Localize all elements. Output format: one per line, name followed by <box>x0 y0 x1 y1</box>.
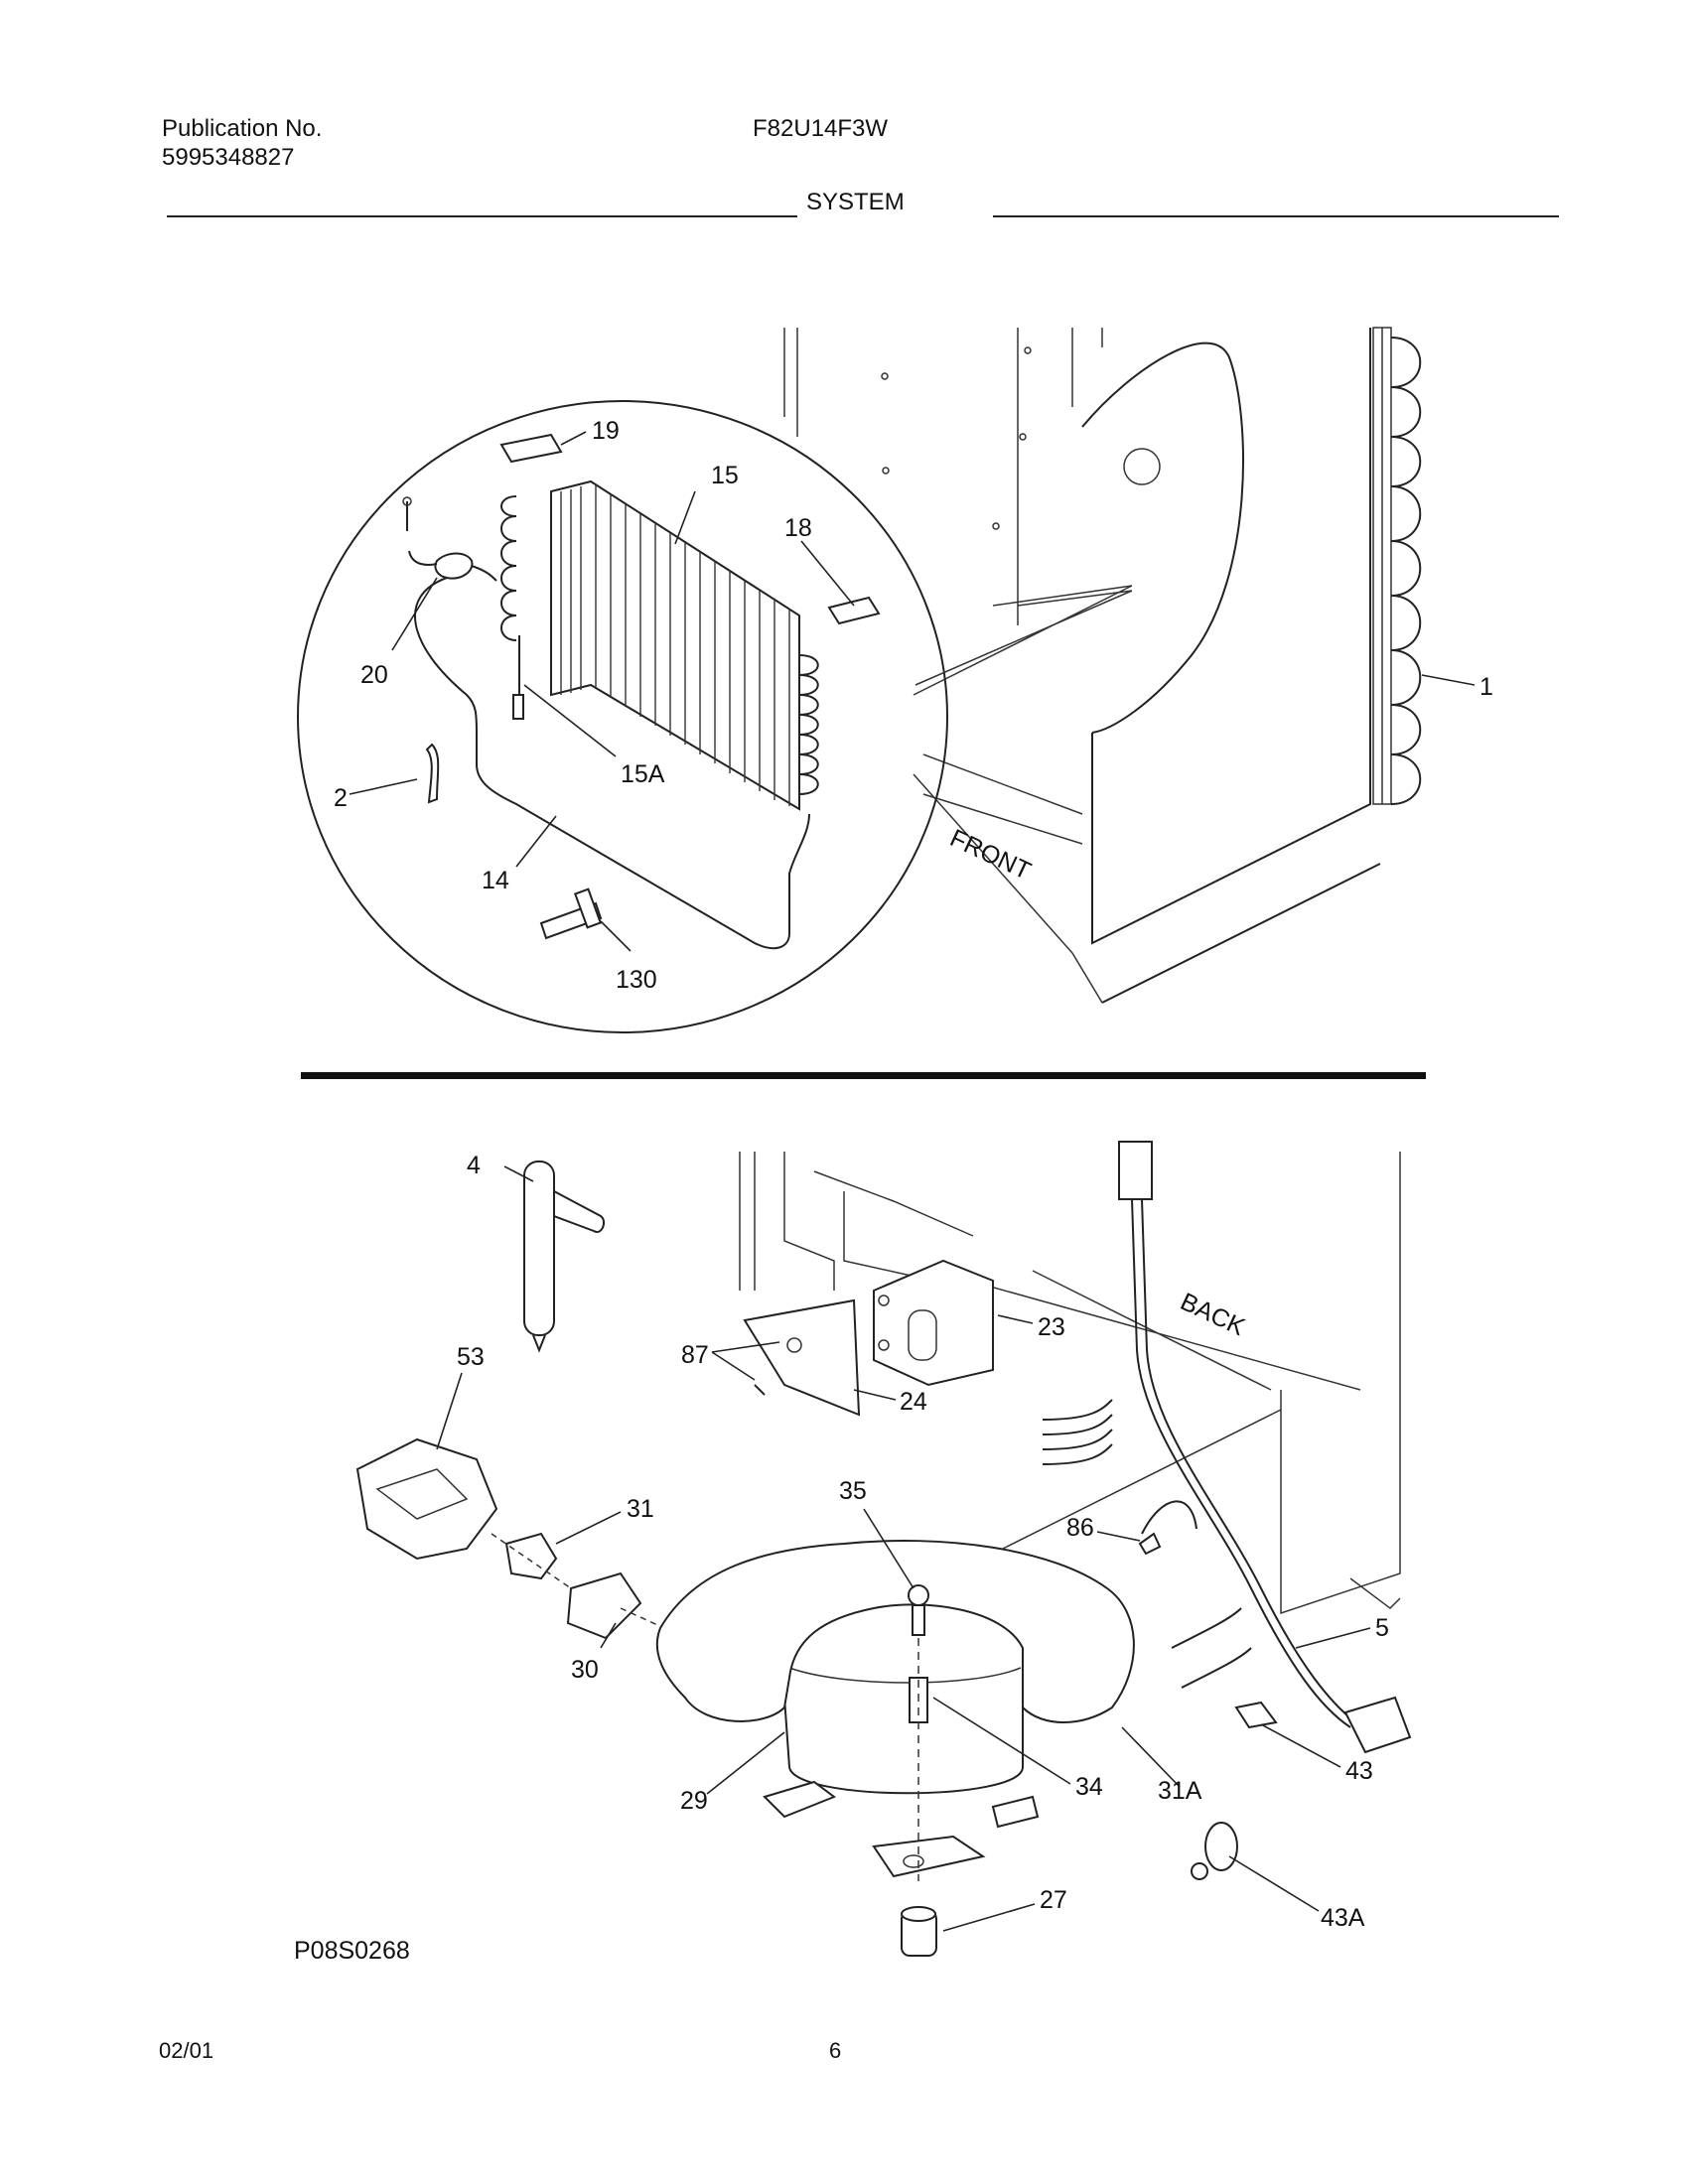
drier-4 <box>523 1160 605 1353</box>
callout-31: 31 <box>627 1495 654 1523</box>
clip-2 <box>425 743 440 804</box>
callout-23: 23 <box>1038 1313 1065 1341</box>
overload-31 <box>504 1532 558 1580</box>
fitting-130 <box>539 887 603 940</box>
callout-14: 14 <box>482 867 509 894</box>
callout-43a: 43A <box>1321 1904 1365 1932</box>
header-rule-right <box>993 215 1559 217</box>
model-number: F82U14F3W <box>753 115 889 142</box>
callout-18: 18 <box>784 514 812 542</box>
defrost-part-20 <box>434 552 474 580</box>
callout-15a: 15A <box>621 760 665 788</box>
callout-27: 27 <box>1040 1886 1067 1914</box>
callout-34: 34 <box>1075 1773 1103 1801</box>
callout-2: 2 <box>334 784 348 812</box>
publication-label: Publication No. <box>162 115 323 142</box>
callout-30: 30 <box>571 1656 599 1684</box>
page-number: 6 <box>829 2038 842 2063</box>
detail-circle <box>297 400 948 1033</box>
callout-24: 24 <box>900 1388 927 1416</box>
relay-30 <box>566 1571 642 1640</box>
pad-19 <box>499 433 563 464</box>
pad-18 <box>827 596 881 625</box>
section-title: SYSTEM <box>806 189 905 215</box>
callout-86: 86 <box>1066 1514 1094 1542</box>
ground-wire <box>1141 1500 1197 1535</box>
clip-43 <box>1234 1701 1278 1729</box>
callout-15: 15 <box>711 462 739 489</box>
callout-19: 19 <box>592 417 620 445</box>
diagram-code: P08S0268 <box>294 1937 410 1965</box>
defrost-heater-14 <box>476 735 810 950</box>
screw-86 <box>1138 1532 1162 1556</box>
callout-35: 35 <box>839 1477 867 1505</box>
bolt-35 <box>908 1584 929 1636</box>
relay-cover-53 <box>355 1437 498 1561</box>
grommet-27 <box>901 1906 937 1957</box>
condenser-coil <box>1372 327 1422 805</box>
callout-53: 53 <box>457 1343 485 1371</box>
callout-29: 29 <box>680 1787 708 1815</box>
section-divider <box>301 1072 1426 1079</box>
header-rule-left <box>167 215 797 217</box>
power-cord-5 <box>1042 1141 1412 1754</box>
publication-number: 5995348827 <box>162 144 295 171</box>
callout-4: 4 <box>467 1152 481 1179</box>
clip-43a <box>1191 1822 1238 1880</box>
bracket-24 <box>743 1298 861 1417</box>
cabinet-outline <box>783 328 1381 1004</box>
callout-31a: 31A <box>1158 1777 1202 1805</box>
callout-130: 130 <box>616 966 657 994</box>
upper-diagram: FRONT 19 15 18 20 15A 2 14 130 1 <box>297 327 1493 1033</box>
front-label: FRONT <box>945 824 1035 886</box>
back-label: BACK <box>1176 1288 1249 1341</box>
callout-20: 20 <box>360 661 388 689</box>
evaporator <box>500 479 819 811</box>
lower-diagram: BACK 4 53 87 23 24 31 35 86 5 30 29 34 3… <box>355 1141 1412 1957</box>
callout-5: 5 <box>1375 1614 1389 1642</box>
footer-date: 02/01 <box>159 2038 214 2063</box>
callout-43: 43 <box>1345 1757 1373 1785</box>
callout-87: 87 <box>681 1341 709 1369</box>
compressor-tray-31a <box>655 1540 1135 1723</box>
timer-23 <box>873 1259 994 1387</box>
callout-1: 1 <box>1479 673 1493 701</box>
